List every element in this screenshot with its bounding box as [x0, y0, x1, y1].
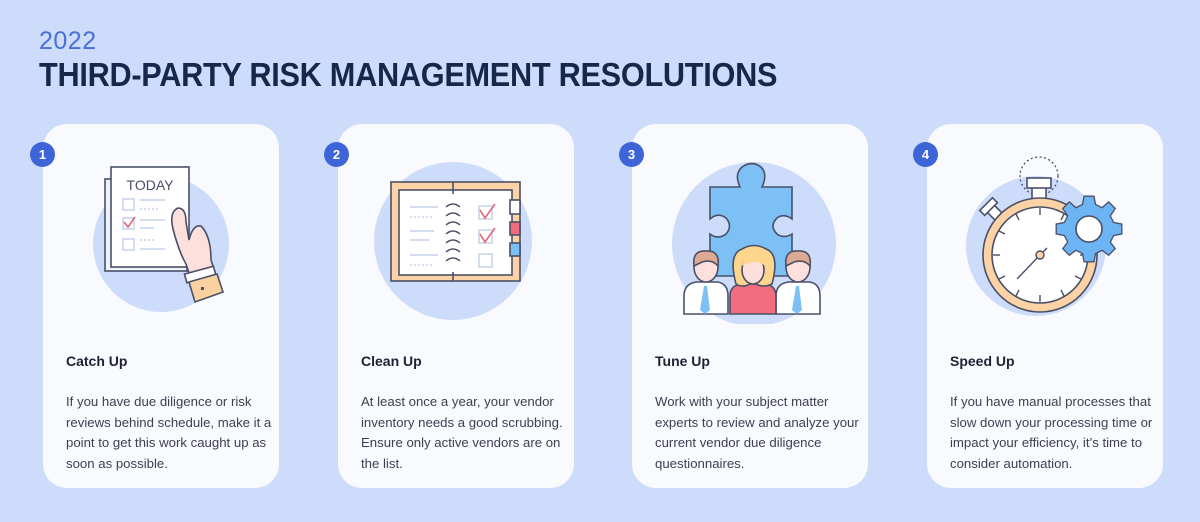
- resolution-card-catch-up: TODAY Catch Up If you have due diligence…: [43, 124, 279, 488]
- step-badge-4: 4: [913, 142, 938, 167]
- resolution-card-clean-up: Clean Up At least once a year, your vend…: [338, 124, 574, 488]
- notebook-checklist-icon: [374, 162, 532, 320]
- card-title: Speed Up: [950, 353, 1015, 369]
- card-title: Tune Up: [655, 353, 710, 369]
- card-title: Clean Up: [361, 353, 422, 369]
- today-checklist-icon: TODAY: [93, 166, 229, 312]
- resolution-card-tune-up: Tune Up Work with your subject matter ex…: [632, 124, 868, 488]
- team-puzzle-icon: [672, 162, 836, 324]
- page-title: THIRD-PARTY RISK MANAGEMENT RESOLUTIONS: [39, 56, 778, 93]
- step-badge-3: 3: [619, 142, 644, 167]
- year-label: 2022: [39, 27, 97, 55]
- resolution-card-speed-up: Speed Up If you have manual processes th…: [927, 124, 1163, 488]
- card-body: At least once a year, your vendor invent…: [361, 394, 563, 471]
- card-body: Work with your subject matter experts to…: [655, 394, 859, 471]
- card-title: Catch Up: [66, 353, 128, 369]
- step-badge-2: 2: [324, 142, 349, 167]
- step-badge-1: 1: [30, 142, 55, 167]
- svg-text:TODAY: TODAY: [127, 177, 175, 193]
- card-body: If you have manual processes that slow d…: [950, 394, 1153, 471]
- card-body: If you have due diligence or risk review…: [66, 394, 272, 471]
- stopwatch-gear-icon: [966, 156, 1123, 316]
